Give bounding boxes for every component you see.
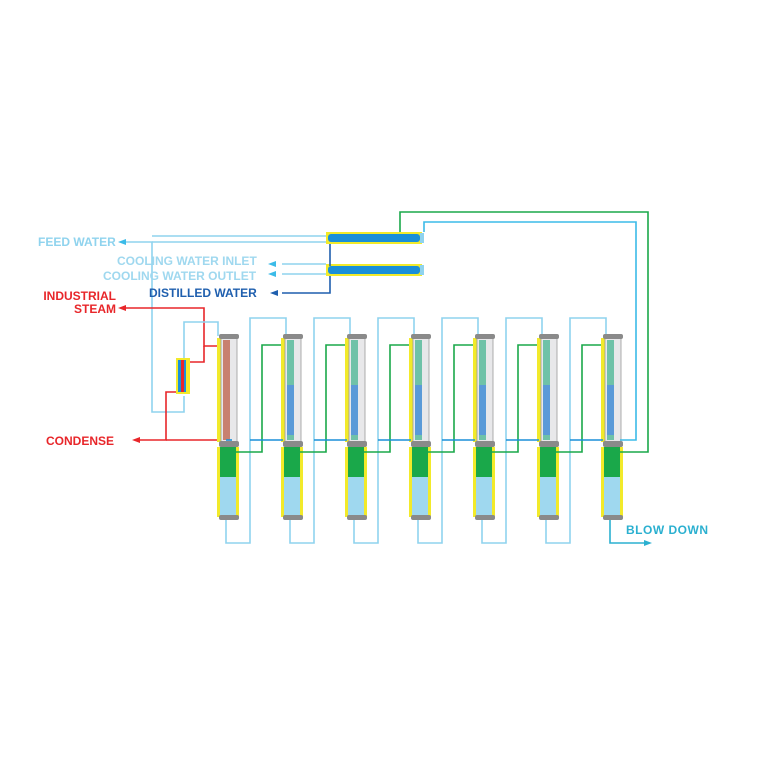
effect-column-5-jacket xyxy=(473,338,477,442)
effect-column-2-mid-flange xyxy=(283,441,303,447)
blow-down-line xyxy=(609,520,644,544)
effect-column-6-brine-loop xyxy=(545,317,607,544)
effect-column-1-bottom-flange xyxy=(219,515,239,520)
condenser-2-flange xyxy=(420,265,424,275)
effect-column-3-jacket xyxy=(345,338,349,442)
effect-column-4-liquid xyxy=(415,385,422,435)
effect-column-1-mid-flange xyxy=(219,441,239,447)
label-condense: CONDENSE xyxy=(46,434,115,448)
cooling-outlet-arrow xyxy=(268,271,276,277)
industrial-steam-line xyxy=(126,307,218,347)
effect-column-5-separator xyxy=(476,447,492,477)
condense-arrow xyxy=(132,437,140,443)
effect-column-1-jacket xyxy=(217,338,221,442)
feed-water-line xyxy=(126,241,185,413)
effect-column-4-brine-loop xyxy=(417,317,479,544)
effect-column-6-vapor-line xyxy=(556,344,604,453)
effect-column-6-separator xyxy=(540,447,556,477)
effect-column-6-bottom-flange xyxy=(539,515,559,520)
effect-column-5-brine-loop xyxy=(481,317,543,544)
effect-column-3-top-flange xyxy=(347,334,367,339)
effect-column-3-brine-loop xyxy=(353,317,415,544)
final-distillate-line xyxy=(423,221,637,441)
condenser-2 xyxy=(328,266,420,274)
effect-column-6-mid-flange xyxy=(539,441,559,447)
effect-column-5-top-flange xyxy=(475,334,495,339)
effect-column-7-mid-flange xyxy=(603,441,623,447)
steam-to-preheater xyxy=(190,346,205,363)
preheater-outlet-line xyxy=(183,321,219,358)
label-blow-down: BLOW DOWN xyxy=(626,523,709,537)
effect-column-7-separator xyxy=(604,447,620,477)
label-cooling-water-inlet: COOLING WATER INLET xyxy=(117,254,257,268)
effect-column-1-brine-loop xyxy=(225,317,287,544)
effect-column-2-brine-loop xyxy=(289,317,351,544)
effect-column-2-liquid xyxy=(287,385,294,435)
effect-column-4-separator xyxy=(412,447,428,477)
effect-column-5-mid-flange xyxy=(475,441,495,447)
effect-column-7-liquid xyxy=(607,385,614,435)
effect-column-3-bottom-flange xyxy=(347,515,367,520)
effect-column-1-vapor-line xyxy=(236,344,284,453)
condense-line xyxy=(140,391,178,441)
effect-column-6-jacket xyxy=(537,338,541,442)
effect-column-4-vapor-line xyxy=(428,344,476,453)
label-industrial: INDUSTRIAL xyxy=(43,289,116,303)
effect-column-2-jacket xyxy=(281,338,285,442)
effect-column-2-bottom-flange xyxy=(283,515,303,520)
final-vapor-line xyxy=(399,211,649,453)
effect-column-2-vapor-line xyxy=(300,344,348,453)
label-distilled-water: DISTILLED WATER xyxy=(149,286,257,300)
effect-column-1-separator xyxy=(220,447,236,477)
effect-column-2-separator xyxy=(284,447,300,477)
distilled-water-line xyxy=(282,276,331,294)
blow-down-arrow xyxy=(644,540,652,546)
label-cooling-water-outlet: COOLING WATER OUTLET xyxy=(103,269,257,283)
label-feed-water: FEED WATER xyxy=(38,235,116,249)
effect-column-4-mid-flange xyxy=(411,441,431,447)
effect-column-3-separator xyxy=(348,447,364,477)
effect-column-5-liquid xyxy=(479,385,486,435)
condenser-1-flange xyxy=(420,233,424,243)
effect-column-5-vapor-line xyxy=(492,344,540,453)
effect-column-7-jacket xyxy=(601,338,605,442)
effect-column-1-tube xyxy=(223,340,230,440)
preheater-core xyxy=(181,360,184,392)
effect-column-3-mid-flange xyxy=(347,441,367,447)
distilled-water-arrow xyxy=(270,290,278,296)
effect-column-4-top-flange xyxy=(411,334,431,339)
label-steam: STEAM xyxy=(74,302,116,316)
effect-column-7-bottom-flange xyxy=(603,515,623,520)
steam-arrow xyxy=(118,305,126,311)
effect-column-6-top-flange xyxy=(539,334,559,339)
effect-column-1-top-flange xyxy=(219,334,239,339)
effect-column-4-bottom-flange xyxy=(411,515,431,520)
effect-column-7-top-flange xyxy=(603,334,623,339)
effect-column-3-vapor-line xyxy=(364,344,412,453)
effect-column-3-liquid xyxy=(351,385,358,435)
effect-column-4-jacket xyxy=(409,338,413,442)
cooling-inlet-arrow xyxy=(268,261,276,267)
effect-column-2-top-flange xyxy=(283,334,303,339)
feed-water-arrow xyxy=(118,239,126,245)
condenser-1 xyxy=(328,234,420,242)
label-industrial-steam: INDUSTRIAL STEAM xyxy=(40,290,116,316)
effect-column-6-liquid xyxy=(543,385,550,435)
effect-column-5-bottom-flange xyxy=(475,515,495,520)
